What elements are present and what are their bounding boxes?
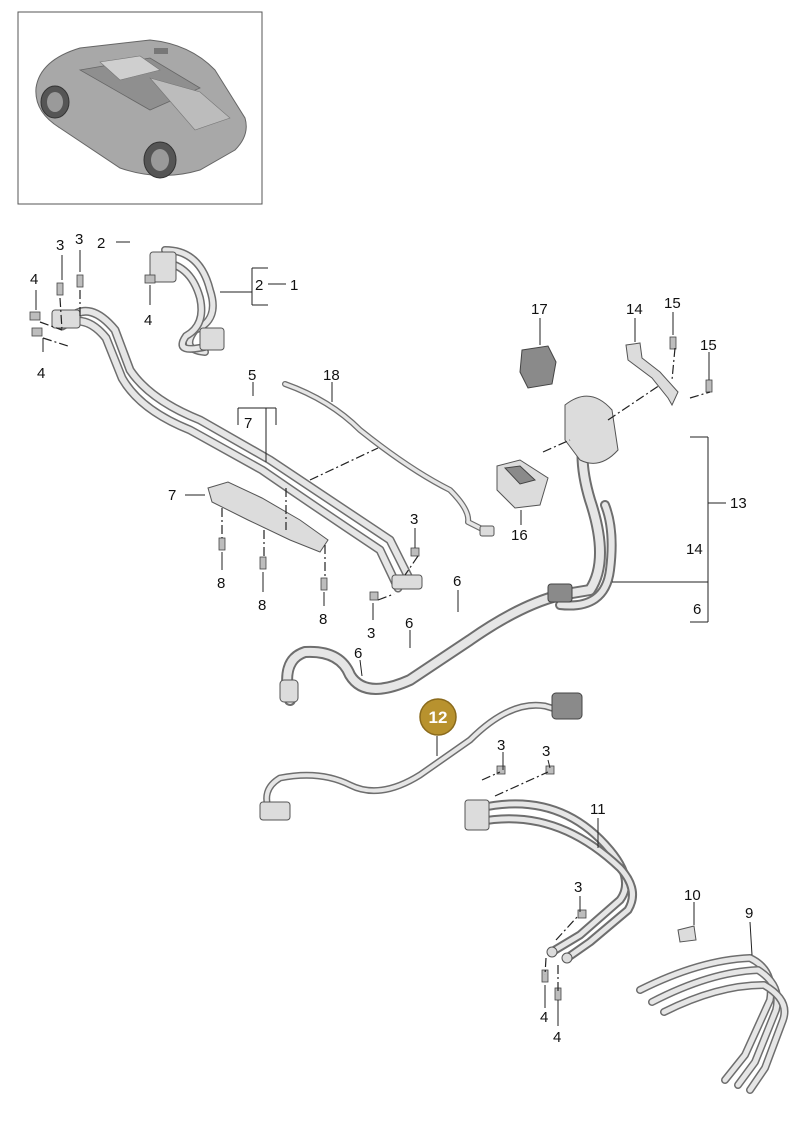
callout-15[interactable]: 15 [700,337,717,354]
callout-labels: 1 2 2 3 3 3 3 3 3 3 4 4 4 4 4 5 6 6 6 6 … [30,231,753,1046]
cable-12 [259,692,583,821]
callout-6[interactable]: 6 [693,601,701,618]
callout-5[interactable]: 5 [248,367,256,384]
callout-13[interactable]: 13 [730,495,747,512]
callout-4[interactable]: 4 [553,1029,561,1046]
callout-3[interactable]: 3 [497,737,505,754]
leader-lines [35,241,753,1026]
callout-8[interactable]: 8 [258,597,266,614]
callout-3[interactable]: 3 [542,743,550,760]
callout-14[interactable]: 14 [686,541,703,558]
callout-14[interactable]: 14 [626,301,643,318]
highlight-badge [419,698,457,736]
callout-4[interactable]: 4 [144,312,152,329]
callout-2[interactable]: 2 [97,235,105,252]
callout-11[interactable]: 11 [590,801,606,818]
callout-6[interactable]: 6 [453,573,461,590]
callout-8[interactable]: 8 [319,611,327,628]
callout-7[interactable]: 7 [244,415,252,432]
fasteners [29,274,713,1001]
callout-1[interactable]: 1 [290,277,298,294]
callout-12[interactable]: 12 [429,708,448,727]
callout-4[interactable]: 4 [540,1009,548,1026]
part-16 [496,459,549,509]
callout-3[interactable]: 3 [410,511,418,528]
callout-3[interactable]: 3 [367,625,375,642]
harness-1 [51,306,423,593]
callout-3[interactable]: 3 [56,237,64,254]
harness-13 [279,395,619,706]
bracket-14 [625,342,679,407]
callout-3[interactable]: 3 [574,879,582,896]
callout-4[interactable]: 4 [37,365,45,382]
callout-4[interactable]: 4 [30,271,38,288]
callout-8[interactable]: 8 [217,575,225,592]
callout-6[interactable]: 6 [354,645,362,662]
part-17 [519,345,557,389]
callout-3[interactable]: 3 [75,231,83,248]
callout-7[interactable]: 7 [168,487,176,504]
callout-10[interactable]: 10 [684,887,701,904]
harness-2 [149,246,225,356]
car-thumbnail-icon [35,39,247,179]
callout-2[interactable]: 2 [255,277,263,294]
callout-6[interactable]: 6 [405,615,413,632]
callout-17[interactable]: 17 [531,301,548,318]
bracket-7 [207,481,329,553]
harness-9 [636,925,789,1094]
car-thumbnail [17,11,263,205]
callout-18[interactable]: 18 [323,367,340,384]
callout-15[interactable]: 15 [664,295,681,312]
cable-18 [282,381,495,537]
callout-12-highlight[interactable]: 12 [419,698,457,736]
callout-9[interactable]: 9 [745,905,753,922]
harness-11 [464,799,637,964]
callout-16[interactable]: 16 [511,527,528,544]
